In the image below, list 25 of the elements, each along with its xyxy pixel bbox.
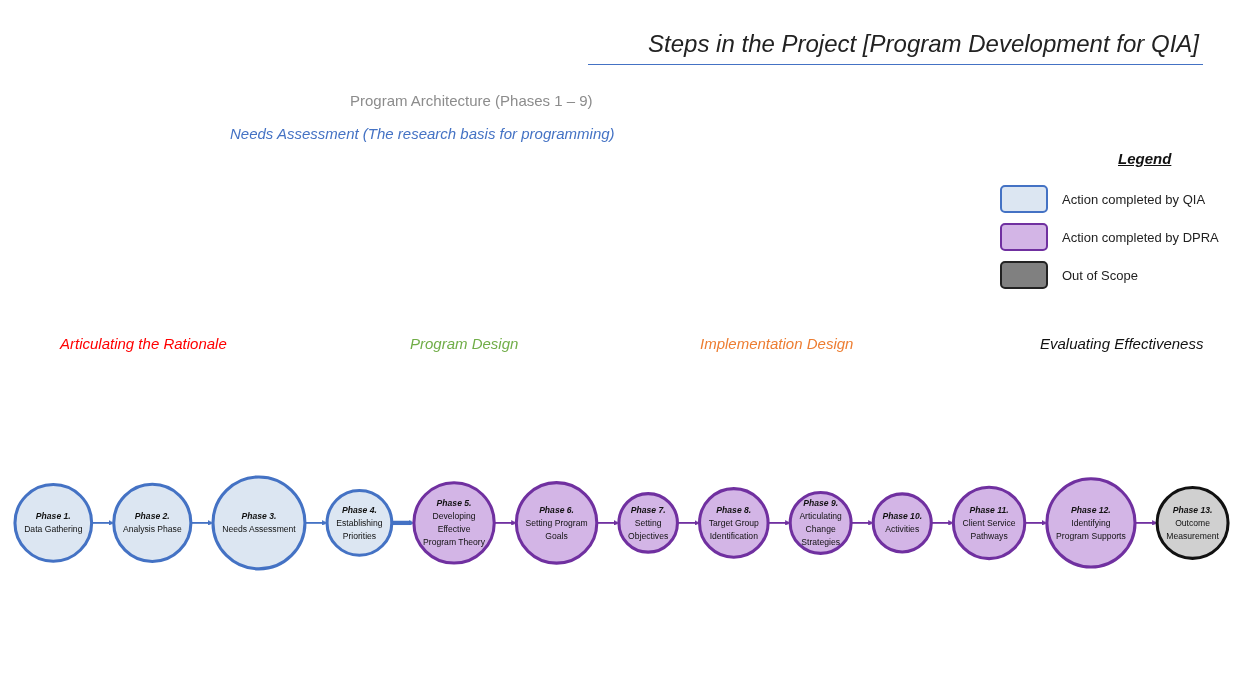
- node-circle: Phase 2. Analysis Phase: [112, 482, 193, 563]
- section-label: Implementation Design: [700, 335, 854, 352]
- legend-label: Action completed by DPRA: [1062, 229, 1219, 245]
- node-circle: Phase 4. Establishing Priorities: [325, 488, 394, 557]
- legend-label: Action completed by QIA: [1062, 191, 1206, 207]
- node-circle: Phase 6. Setting Program Goals: [514, 480, 599, 565]
- legend-label: Out of Scope: [1062, 267, 1138, 283]
- arrow: [391, 519, 415, 526]
- section-label: Articulating the Rationale: [60, 335, 227, 352]
- section-label: Program Architecture (Phases 1 – 9): [350, 92, 593, 109]
- node-circle: Phase 9. Articulating Change Strategies: [788, 490, 853, 555]
- section-label: Program Design: [410, 335, 519, 352]
- section-label: Evaluating Effectiveness: [1040, 335, 1204, 352]
- node-circle: Phase 7. Setting Objectives: [617, 491, 679, 554]
- node-circle: Phase 1. Data Gathering: [13, 482, 94, 563]
- legend-title: Legend: [1118, 150, 1172, 167]
- section-label: Needs Assessment (The research basis for programming): [230, 125, 615, 142]
- node-circle: Phase 10. Activities: [871, 491, 933, 554]
- node-circle: Phase 5. Developing Effective Program Theory: [412, 480, 496, 565]
- node-circle: Phase 11. Client Service Pathways: [951, 485, 1027, 560]
- node-circle: Phase 12. Identifying Program Supports: [1045, 476, 1137, 569]
- diagram-title: Steps in the Project [Program Development for QIA]: [588, 30, 1203, 65]
- node-circle: Phase 3. Needs Assessment: [211, 475, 307, 570]
- node-circle: Phase 8. Target Group Identification: [698, 486, 770, 559]
- node-circle: Phase 13. Outcome Measurement: [1155, 485, 1230, 560]
